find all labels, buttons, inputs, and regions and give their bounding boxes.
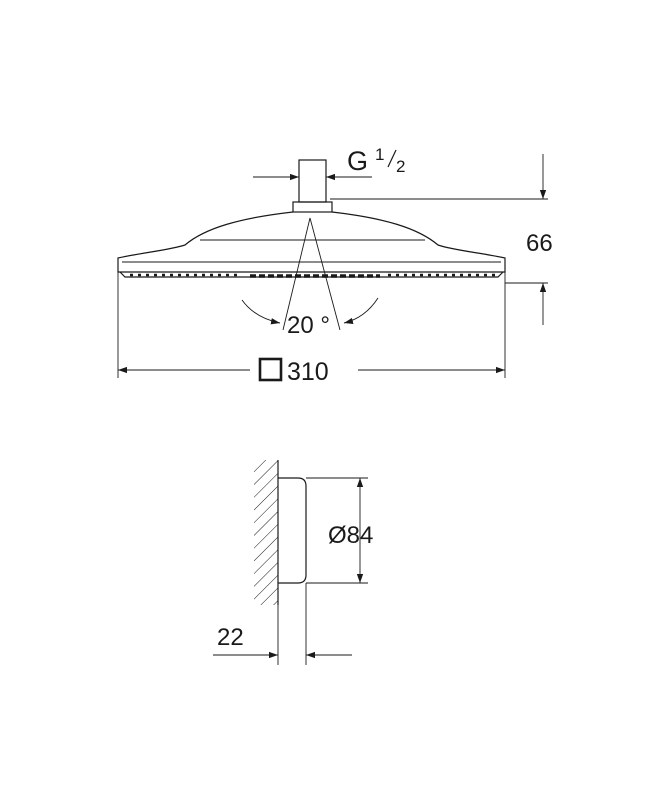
square-symbol-icon	[258, 357, 283, 382]
angle-label: 20 °	[287, 312, 330, 339]
nozzle-dots	[130, 273, 495, 278]
shower-body-outline	[117, 211, 506, 273]
diameter-label: Ø84	[328, 522, 373, 549]
wall-flange	[278, 477, 307, 584]
thread-fraction-slash	[387, 149, 397, 168]
thread-dimension: G 1 2	[253, 145, 405, 181]
thread-denominator: 2	[396, 157, 405, 176]
depth-label: 22	[217, 624, 244, 651]
thread-numerator: 1	[375, 145, 384, 164]
diameter-dimension: Ø84	[306, 477, 373, 584]
width-label: 310	[287, 358, 329, 386]
tilt-line-right	[309, 217, 341, 331]
height-label: 66	[526, 230, 553, 257]
angle-arc-right	[343, 297, 379, 324]
depth-dimension: 22	[213, 624, 352, 659]
connector-nut	[292, 201, 333, 213]
pipe-connector	[298, 159, 327, 203]
wall-mount-view	[254, 460, 307, 665]
tilt-line-left	[282, 217, 311, 331]
height-dimension: 66	[330, 154, 553, 325]
wall-hatching	[254, 460, 278, 605]
width-dimension: 310	[117, 272, 506, 386]
shower-head-side-view	[117, 159, 506, 331]
nozzle-face	[119, 271, 504, 278]
angle-arc-left	[241, 299, 281, 325]
thread-letter: G	[347, 146, 368, 176]
